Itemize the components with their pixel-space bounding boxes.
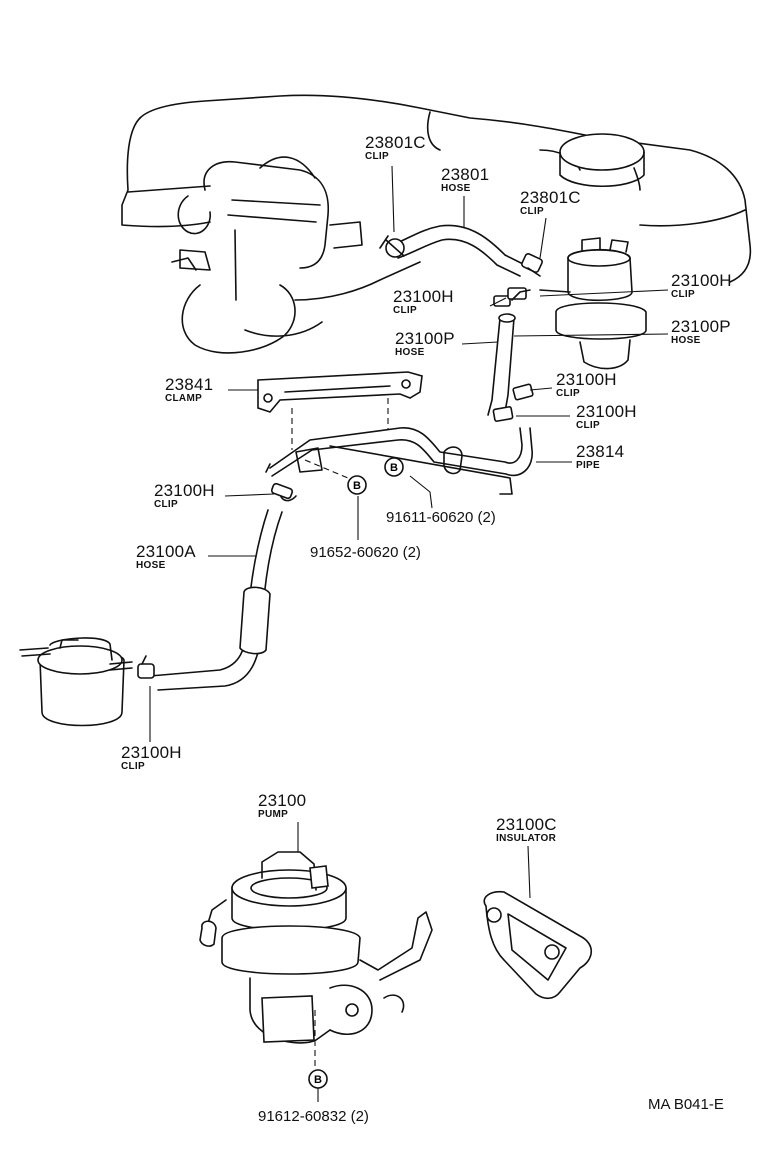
engine-block-outline xyxy=(121,94,752,370)
label-bolt-91652: 91652-60620 (2) xyxy=(310,544,421,561)
label-hose-23100p-right: 23100P HOSE xyxy=(671,317,731,346)
label-pipe-23814: 23814 PIPE xyxy=(576,442,625,471)
fuel-pipe-assembly-drawing xyxy=(257,287,534,1070)
label-hose-23100p-left: 23100P HOSE xyxy=(395,329,455,358)
label-clip-23801c-right: 23801C CLIP xyxy=(520,188,581,217)
label-insulator-23100c: 23100C INSULATOR xyxy=(496,815,557,844)
label-clip-23100h-c: 23100H CLIP xyxy=(556,370,617,399)
ref-marker-b-pump: B xyxy=(308,1069,328,1089)
ref-marker-b-pipe: B xyxy=(384,457,404,477)
svg-text:B: B xyxy=(314,1074,322,1086)
hose-23801-drawing xyxy=(379,224,543,277)
svg-text:B: B xyxy=(390,462,398,474)
label-clamp-23841: 23841 CLAMP xyxy=(165,375,214,404)
label-pump-23100: 23100 PUMP xyxy=(258,791,307,820)
ref-marker-b-clamp: B xyxy=(347,475,367,495)
fuel-pump-23100-drawing xyxy=(199,851,433,1044)
insulator-23100c-drawing xyxy=(483,890,593,1000)
label-clip-23100h-f: 23100H CLIP xyxy=(121,743,182,772)
label-bolt-91611: 91611-60620 (2) xyxy=(386,509,496,526)
label-clip-23100h-d: 23100H CLIP xyxy=(576,402,637,431)
ref-markers: B B B xyxy=(308,457,404,1089)
svg-text:B: B xyxy=(353,480,361,492)
diagram-code: MA B041-E xyxy=(648,1096,724,1113)
label-clip-23100h-a: 23100H CLIP xyxy=(671,271,732,300)
label-hose-23100a: 23100A HOSE xyxy=(136,542,196,571)
leader-lines xyxy=(149,165,669,1102)
label-hose-23801: 23801 HOSE xyxy=(441,165,490,194)
hose-23100a-drawing xyxy=(19,509,283,727)
label-clip-23100h-b: 23100H CLIP xyxy=(393,287,454,316)
label-clip-23801c-left: 23801C CLIP xyxy=(365,133,426,162)
label-clip-23100h-e: 23100H CLIP xyxy=(154,481,215,510)
label-bolt-91612: 91612-60832 (2) xyxy=(258,1108,369,1125)
